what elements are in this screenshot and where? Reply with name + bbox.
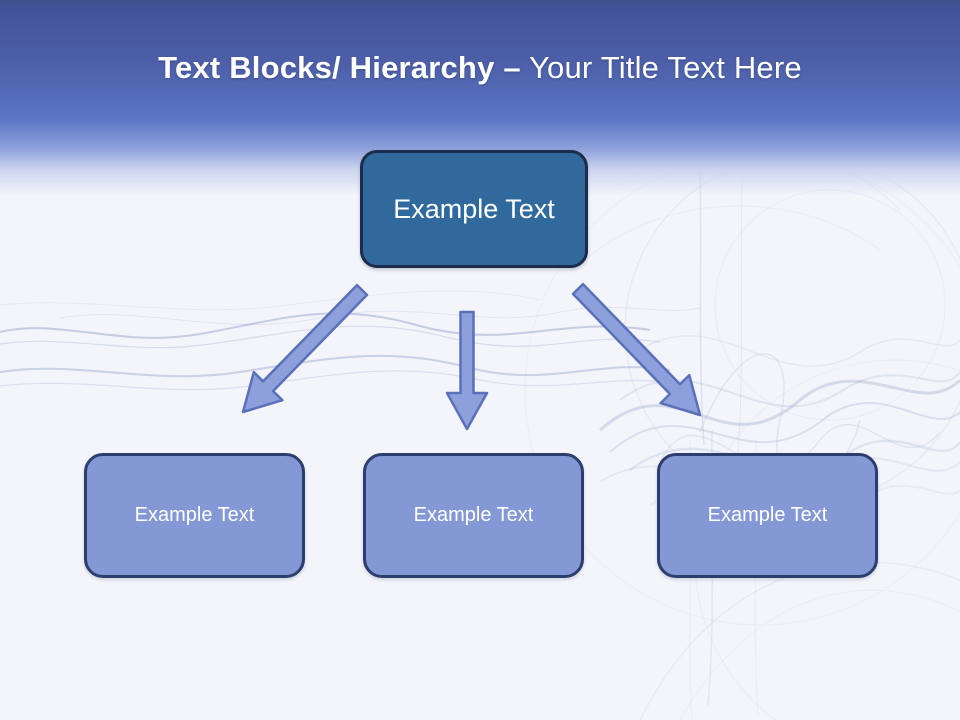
child-node-label: Example Text <box>707 504 828 526</box>
title-regular-text: Your Title Text Here <box>520 50 802 85</box>
arrow-down-right-icon[interactable] <box>571 282 702 417</box>
child-node-box-1[interactable]: Example Text <box>84 453 305 578</box>
title-bold-text: Text Blocks/ Hierarchy – <box>158 50 521 85</box>
child-node-box-2[interactable]: Example Text <box>363 453 584 578</box>
root-node-label: Example Text <box>393 193 555 224</box>
arrow-down-icon[interactable] <box>445 310 489 431</box>
arrow-down-left-icon[interactable] <box>241 283 369 414</box>
child-node-box-3[interactable]: Example Text <box>657 453 878 578</box>
child-node-label: Example Text <box>134 504 255 526</box>
page-title[interactable]: Text Blocks/ Hierarchy – Your Title Text… <box>0 50 960 86</box>
child-node-label: Example Text <box>413 504 534 526</box>
root-node-box[interactable]: Example Text <box>360 150 588 268</box>
